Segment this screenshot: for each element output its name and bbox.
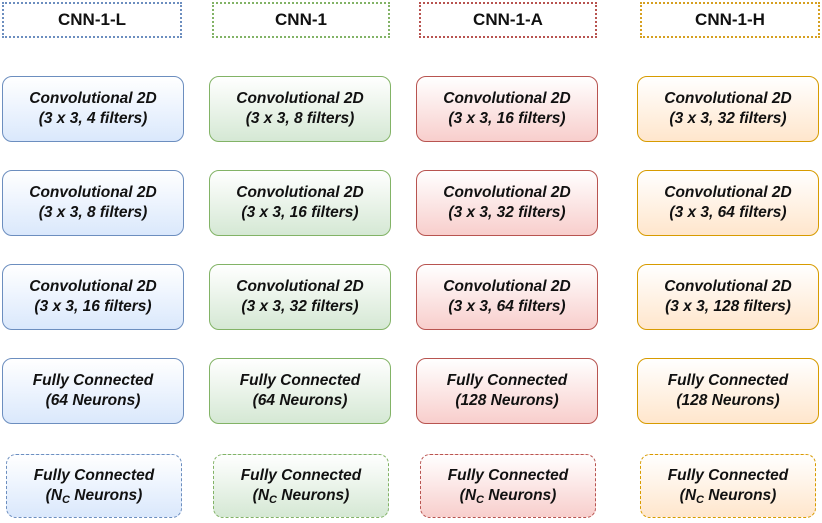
- layer-params: (3 x 3, 32 filters): [241, 298, 359, 315]
- layer-name: Convolutional 2D: [29, 184, 157, 201]
- conv-layer-3: Convolutional 2D (3 x 3, 32 filters): [209, 264, 391, 330]
- layer-name: Fully Connected: [32, 372, 154, 389]
- fc-layer: Fully Connected (64 Neurons): [209, 358, 391, 424]
- layer-name: Convolutional 2D: [236, 90, 364, 107]
- layer-params: (64 Neurons): [45, 392, 141, 409]
- conv-layer-3: Convolutional 2D (3 x 3, 64 filters): [416, 264, 598, 330]
- layer-name: Fully Connected: [667, 467, 789, 484]
- layer-name: Convolutional 2D: [29, 278, 157, 295]
- conv-layer-1: Convolutional 2D (3 x 3, 8 filters): [209, 76, 391, 142]
- output-layer: Fully Connected (NC Neurons): [6, 454, 182, 518]
- layer-name: Convolutional 2D: [443, 184, 571, 201]
- conv-layer-2: Convolutional 2D (3 x 3, 32 filters): [416, 170, 598, 236]
- layer-params: (3 x 3, 16 filters): [448, 110, 566, 127]
- fc-layer: Fully Connected (128 Neurons): [416, 358, 598, 424]
- layer-name: Convolutional 2D: [29, 90, 157, 107]
- output-layer: Fully Connected (NC Neurons): [640, 454, 816, 518]
- layer-name: Fully Connected: [239, 372, 361, 389]
- layer-name: Convolutional 2D: [664, 90, 792, 107]
- layer-name: Fully Connected: [33, 467, 155, 484]
- output-layer: Fully Connected (NC Neurons): [420, 454, 596, 518]
- fc-layer: Fully Connected (64 Neurons): [2, 358, 184, 424]
- layer-params: (NC Neurons): [45, 487, 143, 506]
- layer-params: (128 Neurons): [455, 392, 559, 409]
- layer-params: (3 x 3, 128 filters): [665, 298, 791, 315]
- layer-name: Convolutional 2D: [443, 278, 571, 295]
- output-layer: Fully Connected (NC Neurons): [213, 454, 389, 518]
- column-title: CNN-1-H: [640, 2, 820, 38]
- layer-params: (NC Neurons): [679, 487, 777, 506]
- layer-params: (NC Neurons): [459, 487, 557, 506]
- conv-layer-3: Convolutional 2D (3 x 3, 16 filters): [2, 264, 184, 330]
- column-title: CNN-1-L: [2, 2, 182, 38]
- layer-name: Fully Connected: [446, 372, 568, 389]
- layer-params: (3 x 3, 8 filters): [245, 110, 355, 127]
- layer-params: (3 x 3, 16 filters): [34, 298, 152, 315]
- column-title: CNN-1-A: [419, 2, 597, 38]
- layer-name: Fully Connected: [240, 467, 362, 484]
- layer-params: (3 x 3, 32 filters): [448, 204, 566, 221]
- conv-layer-2: Convolutional 2D (3 x 3, 8 filters): [2, 170, 184, 236]
- layer-params: (64 Neurons): [252, 392, 348, 409]
- layer-name: Convolutional 2D: [443, 90, 571, 107]
- conv-layer-1: Convolutional 2D (3 x 3, 16 filters): [416, 76, 598, 142]
- layer-name: Convolutional 2D: [664, 278, 792, 295]
- layer-params: (NC Neurons): [252, 487, 350, 506]
- layer-params: (3 x 3, 8 filters): [38, 204, 148, 221]
- conv-layer-1: Convolutional 2D (3 x 3, 32 filters): [637, 76, 819, 142]
- conv-layer-1: Convolutional 2D (3 x 3, 4 filters): [2, 76, 184, 142]
- layer-params: (3 x 3, 32 filters): [669, 110, 787, 127]
- layer-name: Convolutional 2D: [664, 184, 792, 201]
- layer-params: (3 x 3, 64 filters): [669, 204, 787, 221]
- column-title: CNN-1: [212, 2, 390, 38]
- layer-name: Fully Connected: [447, 467, 569, 484]
- layer-params: (3 x 3, 16 filters): [241, 204, 359, 221]
- conv-layer-2: Convolutional 2D (3 x 3, 16 filters): [209, 170, 391, 236]
- conv-layer-3: Convolutional 2D (3 x 3, 128 filters): [637, 264, 819, 330]
- layer-name: Convolutional 2D: [236, 278, 364, 295]
- fc-layer: Fully Connected (128 Neurons): [637, 358, 819, 424]
- layer-params: (128 Neurons): [676, 392, 780, 409]
- layer-params: (3 x 3, 4 filters): [38, 110, 148, 127]
- layer-name: Convolutional 2D: [236, 184, 364, 201]
- layer-params: (3 x 3, 64 filters): [448, 298, 566, 315]
- layer-name: Fully Connected: [667, 372, 789, 389]
- conv-layer-2: Convolutional 2D (3 x 3, 64 filters): [637, 170, 819, 236]
